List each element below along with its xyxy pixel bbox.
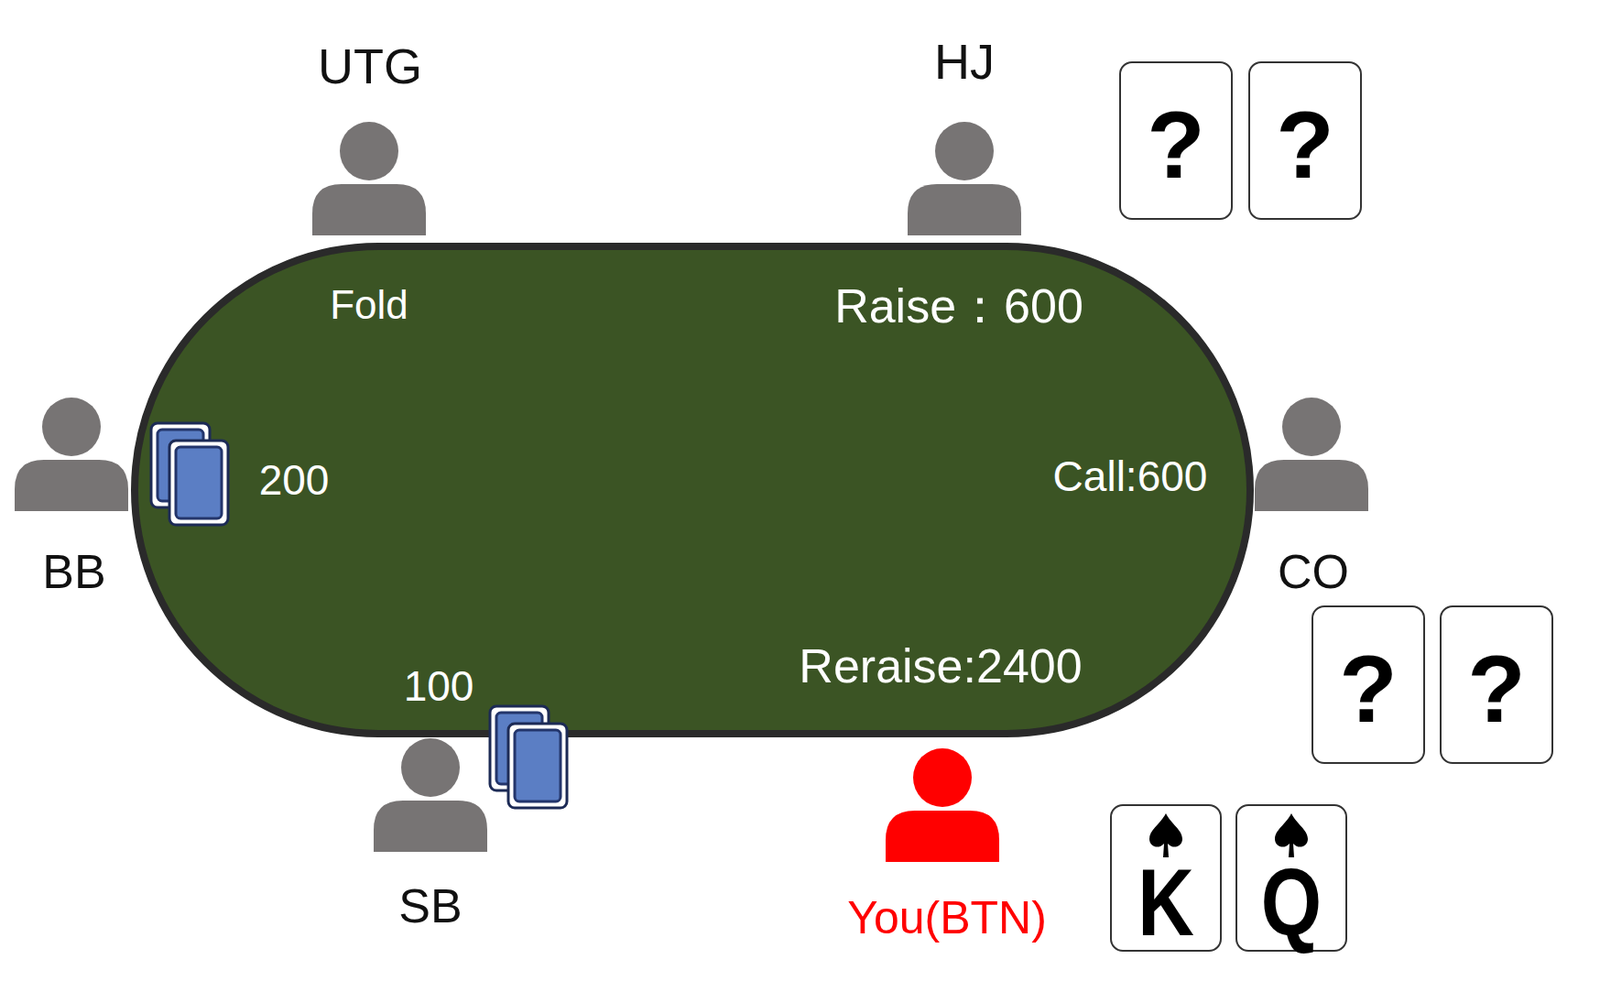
card-rank: Q (1261, 854, 1322, 950)
action-text: Call:600 (1053, 455, 1209, 498)
action-text: Reraise:2400 (798, 642, 1082, 690)
player-icons (14, 121, 1369, 852)
card-question: ? (1467, 641, 1526, 737)
action-text: Fold (329, 284, 409, 326)
seat-label: You(BTN) (847, 894, 1047, 941)
poker-table: Fold Raise：600 200 Call:600 100 Reraise:2400 (130, 242, 1254, 738)
action-text: Raise：600 (834, 282, 1084, 330)
seat-label: BB (42, 547, 106, 596)
card-question: ? (1338, 641, 1398, 737)
spade-symbol (1147, 811, 1185, 860)
seat-label: CO (1277, 547, 1350, 596)
seat-label: SB (398, 881, 462, 930)
hero-icon (885, 748, 1000, 862)
card-question: ? (1146, 97, 1206, 193)
action-text: 100 (403, 664, 475, 708)
hero-card: K (1110, 804, 1222, 952)
spade-symbol (1273, 811, 1310, 860)
seat-label: HJ (934, 36, 995, 87)
action-text: 200 (259, 458, 330, 501)
seat-label: UTG (317, 41, 423, 91)
hidden-card: ? (1311, 605, 1426, 764)
hidden-card: ? (1119, 61, 1233, 220)
hidden-card: ? (1439, 605, 1554, 764)
hero-card: Q (1235, 804, 1348, 952)
card-question: ? (1275, 97, 1335, 193)
hidden-card: ? (1248, 61, 1362, 220)
card-rank: K (1137, 854, 1195, 950)
